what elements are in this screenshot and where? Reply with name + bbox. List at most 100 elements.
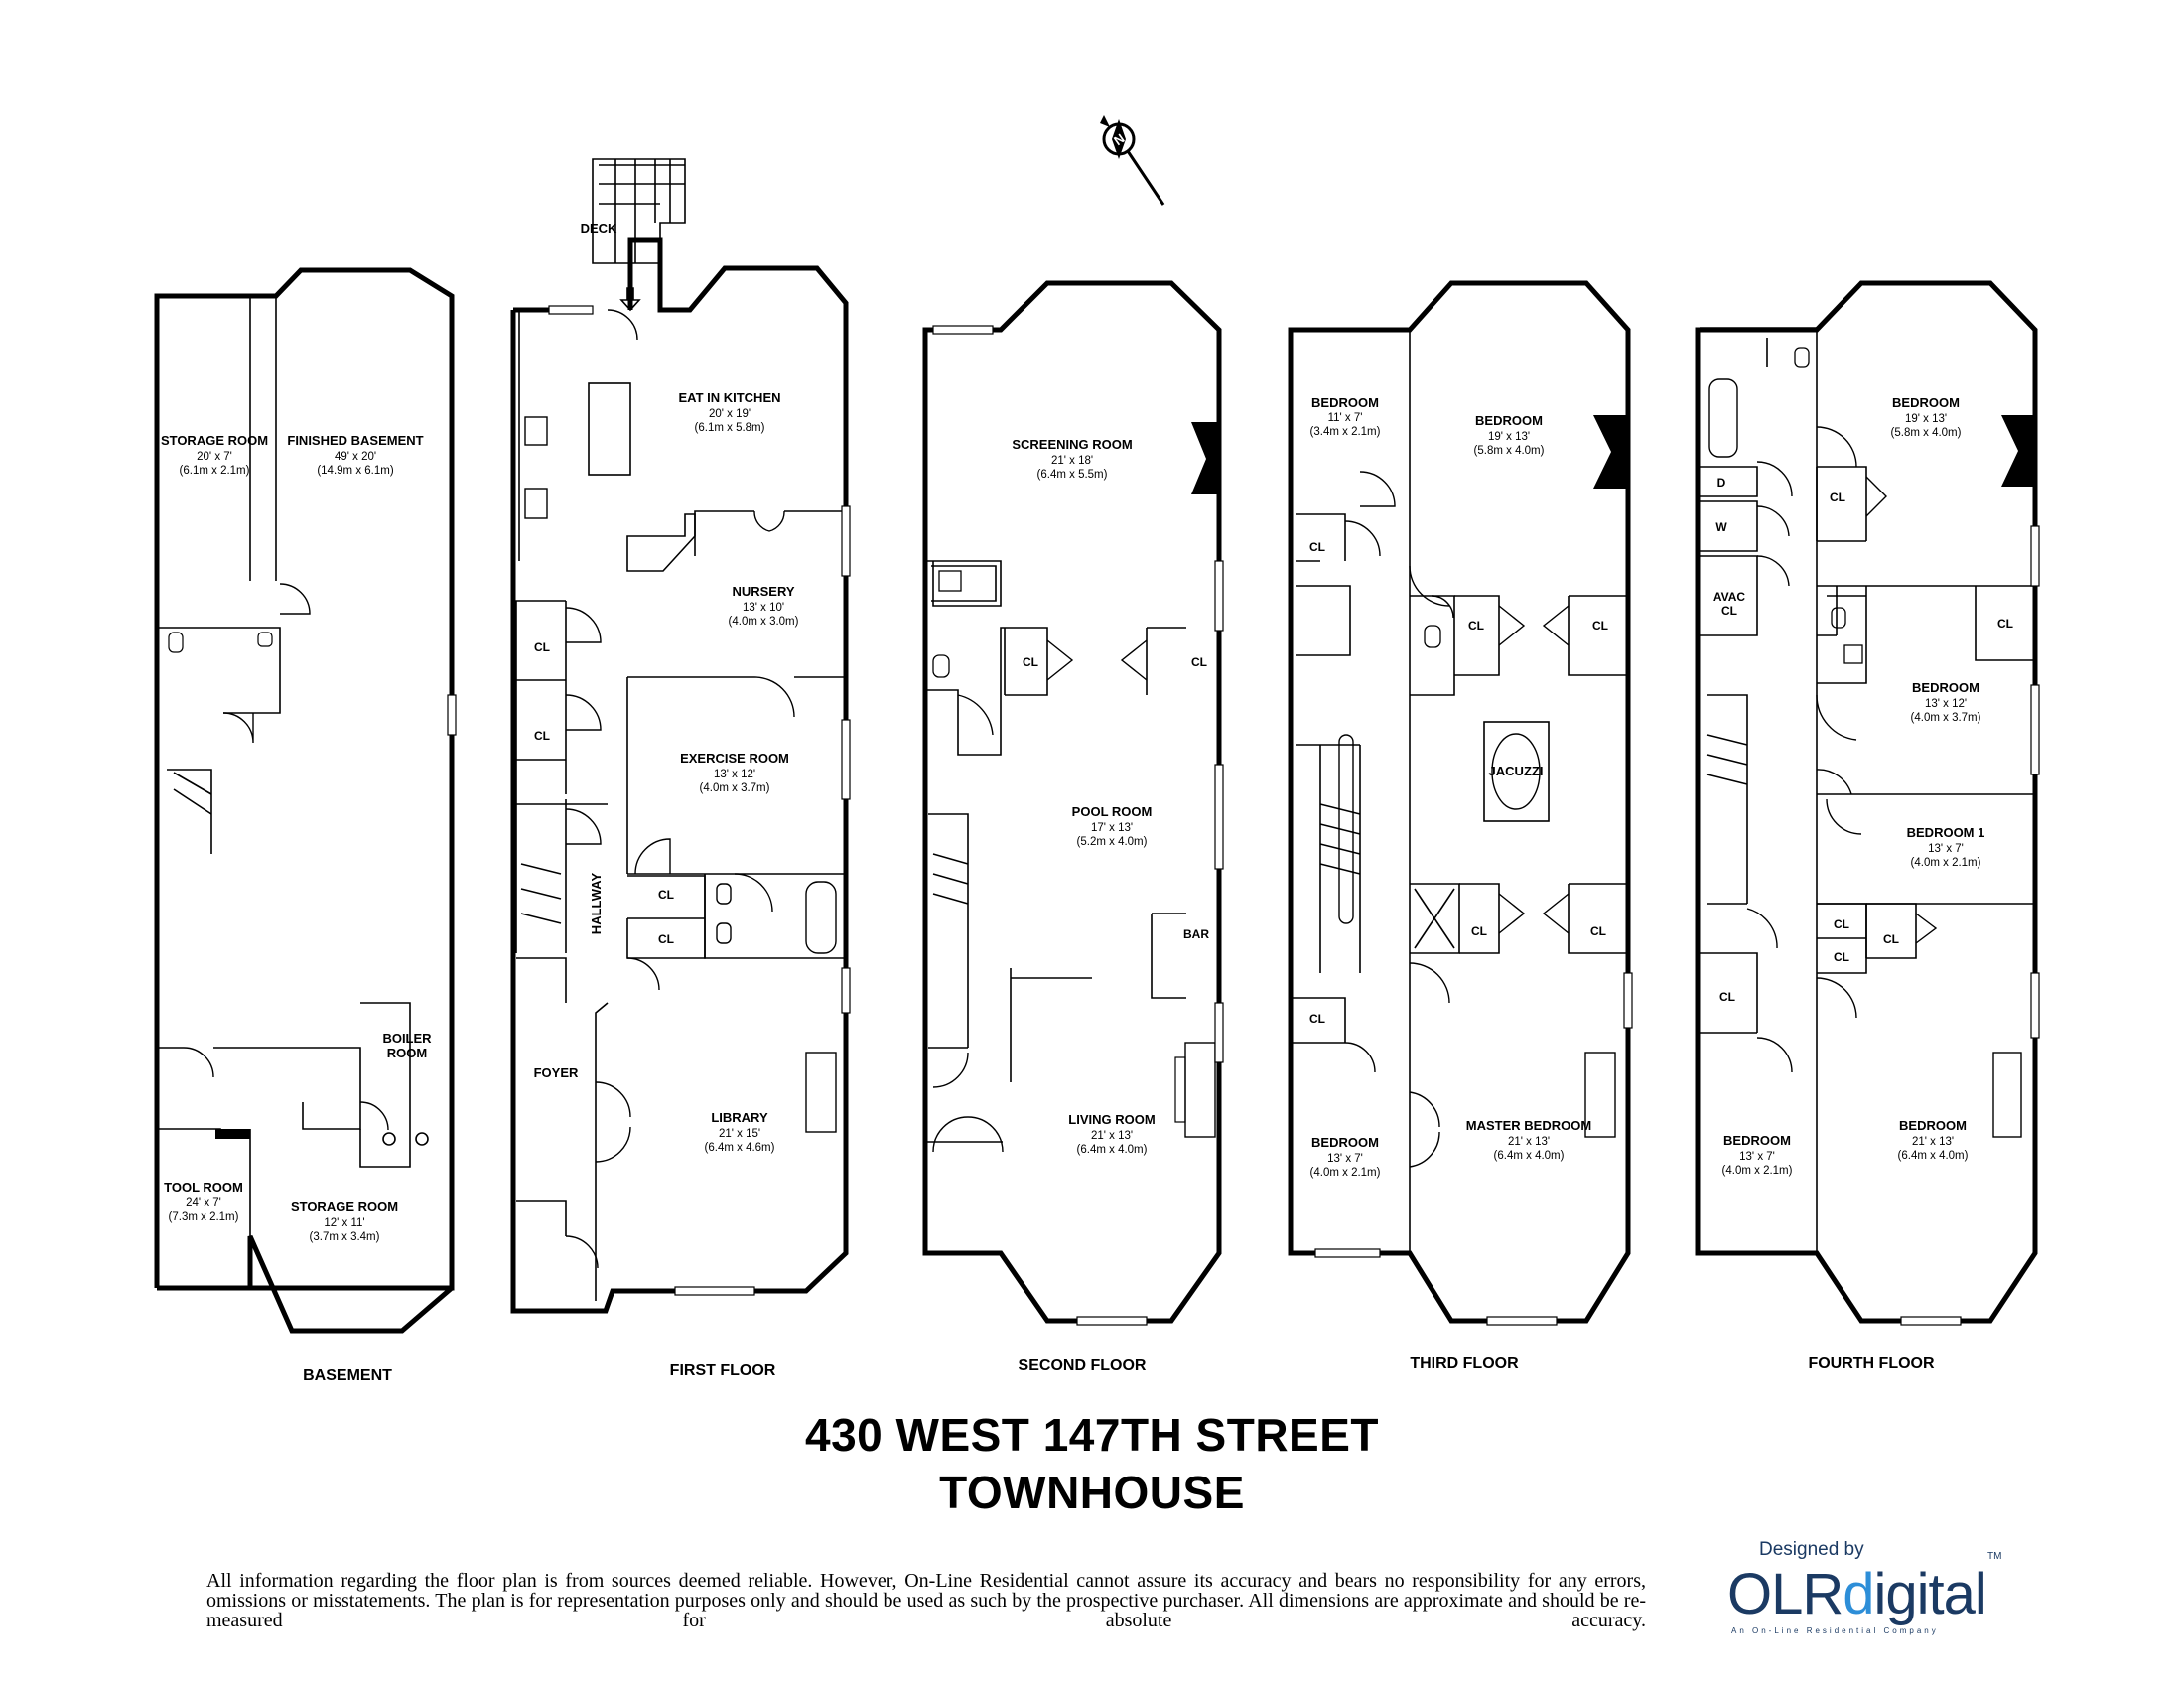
second-closet-1-label: CL <box>1023 655 1038 669</box>
logo-brand-prefix: OLR <box>1727 1562 1843 1626</box>
fourth-bedroom-2-label: BEDROOM <box>1912 680 1979 695</box>
fourth-closet-4-label: CL <box>1883 932 1899 946</box>
boiler-room-label-2: ROOM <box>387 1046 427 1060</box>
third-bedroom-2-metric: (5.8m x 4.0m) <box>1474 445 1545 457</box>
third-bedroom-2-dim: 19' x 13' <box>1488 431 1530 443</box>
exercise-room-dim: 13' x 12' <box>714 769 755 780</box>
first-closet-1-label: CL <box>534 640 550 654</box>
library-label: LIBRARY <box>711 1110 768 1125</box>
fourth-bedroom-1-dim: 19' x 13' <box>1905 413 1947 425</box>
washer-label: W <box>1715 520 1727 534</box>
living-room-label: LIVING ROOM <box>1068 1112 1155 1127</box>
fourth-bedroom-5-metric: (6.4m x 4.0m) <box>1898 1150 1969 1162</box>
logo-designed-by: Designed by <box>1759 1539 1864 1560</box>
tool-room-label: TOOL ROOM <box>164 1180 243 1195</box>
living-room-metric: (6.4m x 4.0m) <box>1077 1144 1148 1156</box>
third-floor-plan: BEDROOM 11' x 7' (3.4m x 2.1m) BEDROOM 1… <box>1288 280 1633 1372</box>
fourth-bedroom-4-label: BEDROOM <box>1723 1133 1791 1148</box>
avac-label-2: CL <box>1721 604 1737 618</box>
hallway-label: HALLWAY <box>589 872 604 934</box>
third-closet-2-label: CL <box>1468 619 1484 633</box>
third-bedroom-1-metric: (3.4m x 2.1m) <box>1310 426 1381 438</box>
pool-room-label: POOL ROOM <box>1072 804 1153 819</box>
third-closet-4-label: CL <box>1471 924 1487 938</box>
dryer-label: D <box>1717 476 1726 490</box>
deck-label: DECK <box>581 221 617 236</box>
first-closet-3-label: CL <box>658 888 674 902</box>
jacuzzi-label: JACUZZI <box>1489 764 1544 778</box>
exercise-room-metric: (4.0m x 3.7m) <box>700 782 770 794</box>
living-room-dim: 21' x 13' <box>1091 1130 1133 1142</box>
third-bedroom-3-dim: 13' x 7' <box>1327 1153 1363 1165</box>
first-floor-plan: DECK EAT IN KITCHEN 20' x 19' (6.1m x 5.… <box>510 158 851 1379</box>
fourth-closet-5-label: CL <box>1834 950 1849 964</box>
screening-room-dim: 21' x 18' <box>1051 455 1093 467</box>
boiler-room-label: BOILER <box>382 1031 432 1046</box>
fourth-bedroom-5-dim: 21' x 13' <box>1912 1136 1954 1148</box>
third-bedroom-2-label: BEDROOM <box>1475 413 1543 428</box>
second-floor-plan: SCREENING ROOM 21' x 18' (6.4m x 5.5m) P… <box>922 280 1224 1374</box>
basement-storage-room-metric: (6.1m x 2.1m) <box>180 465 250 477</box>
first-closet-2-label: CL <box>534 729 550 743</box>
third-bedroom-1-dim: 11' x 7' <box>1328 412 1363 424</box>
second-floor-label: SECOND FLOOR <box>1019 1357 1147 1374</box>
basement-plan: STORAGE ROOM 20' x 7' (6.1m x 2.1m) FINI… <box>154 267 457 1384</box>
logo-tagline: An On-Line Residential Company <box>1731 1626 1939 1635</box>
third-bedroom-3-metric: (4.0m x 2.1m) <box>1310 1167 1381 1179</box>
screening-room-label: SCREENING ROOM <box>1012 437 1132 452</box>
master-bedroom-dim: 21' x 13' <box>1508 1136 1550 1148</box>
master-bedroom-label: MASTER BEDROOM <box>1466 1118 1591 1133</box>
third-closet-5-label: CL <box>1590 924 1606 938</box>
nursery-metric: (4.0m x 3.0m) <box>729 616 799 628</box>
pool-room-dim: 17' x 13' <box>1091 822 1133 834</box>
fourth-bedroom-1-label: BEDROOM <box>1892 395 1960 410</box>
nursery-label: NURSERY <box>732 584 794 599</box>
logo-brand-suffix: igital <box>1873 1562 1987 1626</box>
eat-in-kitchen-label: EAT IN KITCHEN <box>678 390 780 405</box>
fourth-bedroom-2-dim: 13' x 12' <box>1925 698 1967 710</box>
fourth-bedroom-3-metric: (4.0m x 2.1m) <box>1911 857 1981 869</box>
fourth-bedroom-2-metric: (4.0m x 3.7m) <box>1911 712 1981 724</box>
logo-trademark: TM <box>1987 1551 2002 1562</box>
third-bedroom-1-label: BEDROOM <box>1311 395 1379 410</box>
second-closet-2-label: CL <box>1191 655 1207 669</box>
foyer-label: FOYER <box>534 1065 579 1080</box>
basement-storage-room-2-metric: (3.7m x 3.4m) <box>310 1231 380 1243</box>
third-bedroom-3-label: BEDROOM <box>1311 1135 1379 1150</box>
library-dim: 21' x 15' <box>719 1128 760 1140</box>
library-metric: (6.4m x 4.6m) <box>705 1142 775 1154</box>
fourth-closet-2-label: CL <box>1997 617 2013 631</box>
pool-room-metric: (5.2m x 4.0m) <box>1077 836 1148 848</box>
exercise-room-label: EXERCISE ROOM <box>680 751 789 766</box>
fourth-bedroom-4-dim: 13' x 7' <box>1739 1151 1775 1163</box>
first-floor-label: FIRST FLOOR <box>670 1362 776 1379</box>
disclaimer-text: All information regarding the floor plan… <box>206 1570 1646 1631</box>
logo-brand-accent: d <box>1843 1562 1874 1626</box>
basement-storage-room-2-label: STORAGE ROOM <box>291 1199 398 1214</box>
finished-basement-label: FINISHED BASEMENT <box>287 433 423 448</box>
eat-in-kitchen-metric: (6.1m x 5.8m) <box>695 422 765 434</box>
property-address-title: 430 WEST 147TH STREET <box>805 1409 1379 1461</box>
nursery-dim: 13' x 10' <box>743 602 784 614</box>
eat-in-kitchen-dim: 20' x 19' <box>709 408 751 420</box>
fourth-bedroom-4-metric: (4.0m x 2.1m) <box>1722 1165 1793 1177</box>
fourth-bedroom-5-label: BEDROOM <box>1899 1118 1967 1133</box>
third-closet-3-label: CL <box>1592 619 1608 633</box>
master-bedroom-metric: (6.4m x 4.0m) <box>1494 1150 1565 1162</box>
north-compass-icon: N <box>1100 115 1165 206</box>
olr-digital-logo: Designed by OLRdigital TM An On-Line Res… <box>1727 1535 2015 1644</box>
basement-storage-room-2-dim: 12' x 11' <box>324 1217 364 1229</box>
first-closet-4-label: CL <box>658 932 674 946</box>
fourth-closet-1-label: CL <box>1830 491 1845 504</box>
fourth-bedroom-3-label: BEDROOM 1 <box>1907 825 1985 840</box>
finished-basement-dim: 49' x 20' <box>335 451 376 463</box>
fourth-closet-6-label: CL <box>1719 990 1735 1004</box>
fourth-closet-3-label: CL <box>1834 917 1849 931</box>
fourth-bedroom-1-metric: (5.8m x 4.0m) <box>1891 427 1962 439</box>
third-closet-1-label: CL <box>1309 540 1325 554</box>
finished-basement-metric: (14.9m x 6.1m) <box>317 465 393 477</box>
property-type-title: TOWNHOUSE <box>939 1467 1245 1518</box>
third-closet-6-label: CL <box>1309 1012 1325 1026</box>
basement-floor-label: BASEMENT <box>303 1367 392 1384</box>
